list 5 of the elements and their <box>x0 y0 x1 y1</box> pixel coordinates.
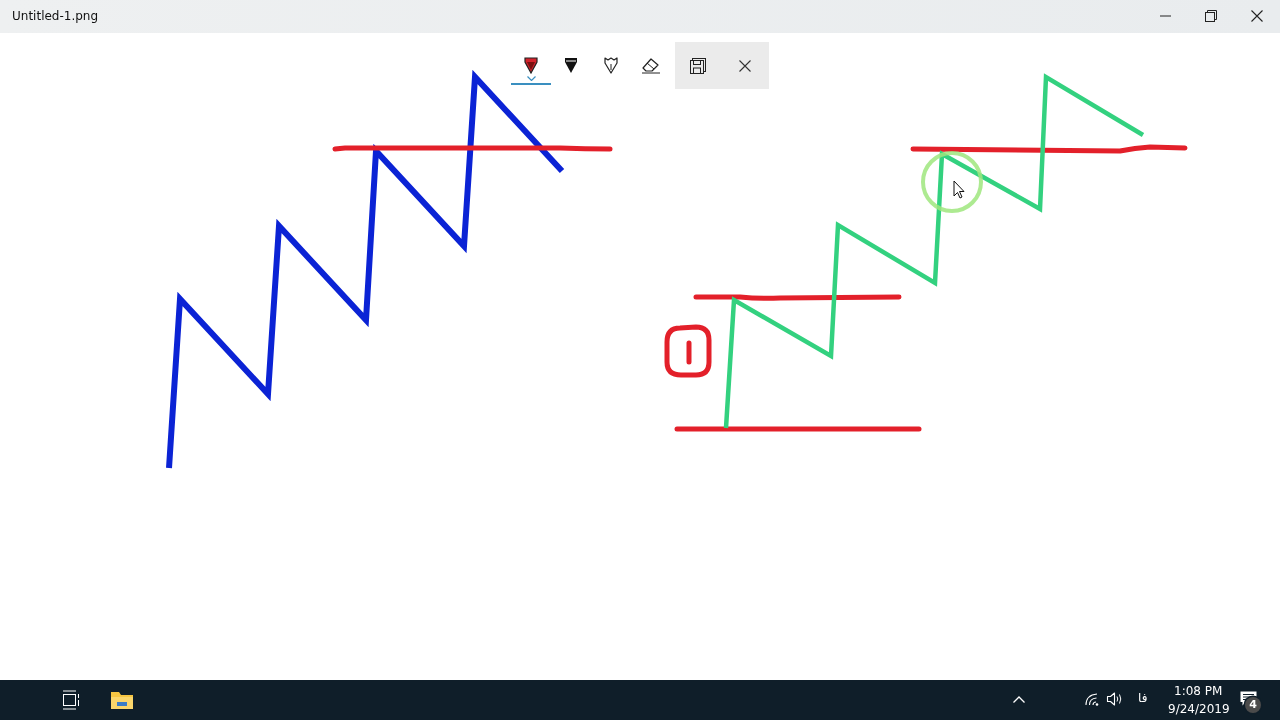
clock-date: 9/24/2019 <box>1168 701 1230 717</box>
notification-count: 4 <box>1245 697 1261 713</box>
window-title: Untitled-1.png <box>12 9 99 24</box>
input-language-indicator: فا <box>1138 690 1148 706</box>
clock-time: 1:08 PM <box>1174 683 1223 699</box>
